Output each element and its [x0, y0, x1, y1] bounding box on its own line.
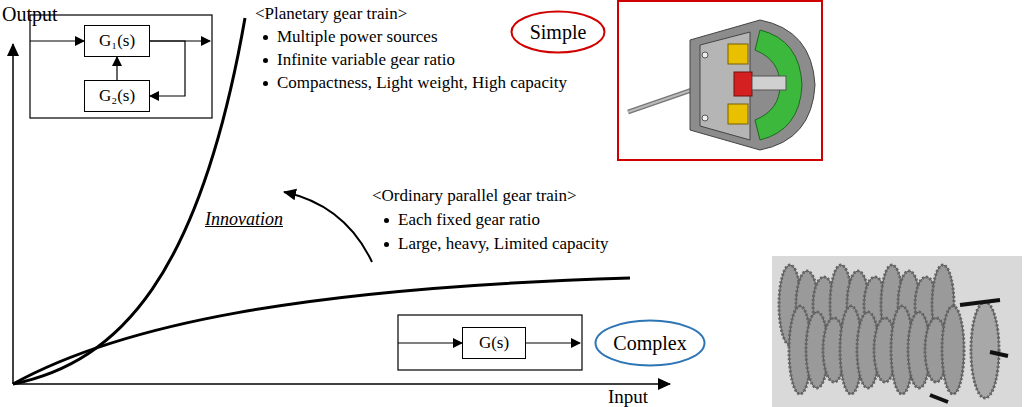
x-axis: [13, 383, 670, 385]
bullet: [263, 35, 268, 40]
node-text: G(s): [479, 333, 509, 353]
transfer-block: G(s): [462, 327, 526, 359]
transfer-block: G₁(s): [84, 25, 150, 57]
input-signal: [30, 40, 84, 41]
gear-stack-background: [772, 256, 1022, 407]
ellipse-badge: Simple: [510, 10, 606, 54]
bullet-text: Large, heavy, Limited capacity: [398, 234, 609, 254]
ellipse-badge: Complex: [594, 319, 706, 367]
node-text: G₁(s): [99, 31, 135, 51]
label: <Ordinary parallel gear train>: [372, 186, 577, 206]
bullet-text: Infinite variable gear ratio: [277, 50, 455, 70]
bullet-text: Multiple power sources: [277, 27, 438, 47]
input-signal: [398, 342, 462, 343]
bullet: [263, 81, 268, 86]
output-signal: [526, 342, 580, 343]
annotation: Innovation: [205, 209, 283, 231]
y-axis: [12, 44, 14, 384]
signal-connector: [150, 41, 185, 96]
block-frame: [30, 15, 212, 118]
block-frame: [398, 315, 582, 370]
planetary-curve: [13, 18, 245, 384]
bullet-text: Compactness, Light weight, High capacity: [277, 73, 567, 93]
transfer-block: G₂(s): [84, 80, 150, 112]
signal-connector: [116, 57, 117, 80]
bullet: [384, 242, 389, 247]
node-text: Simple: [530, 21, 587, 44]
gear-stack-illustration: [779, 265, 1008, 402]
label: <Planetary gear train>: [255, 4, 407, 24]
bullet: [384, 218, 389, 223]
bullet: [263, 58, 268, 63]
bullet-text: Each fixed gear ratio: [398, 210, 540, 230]
label: Output: [2, 2, 58, 26]
planetary-gear-illustration: [618, 1, 822, 160]
label: Input: [608, 386, 648, 407]
node-text: Complex: [613, 332, 686, 355]
parallel-curve: [13, 278, 630, 384]
node-text: G₂(s): [99, 86, 135, 106]
innovation-arrow: [284, 192, 372, 262]
